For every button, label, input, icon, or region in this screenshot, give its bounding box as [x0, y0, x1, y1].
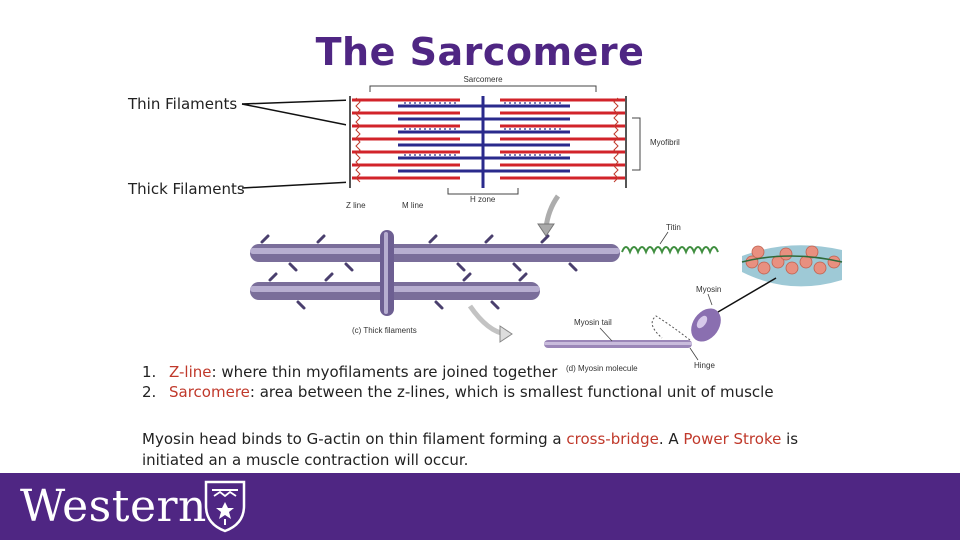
myosin-caption: (d) Myosin molecule — [566, 364, 638, 373]
filament-block — [346, 96, 630, 188]
titin-coil — [621, 246, 719, 255]
thin-pointer-line-2 — [241, 103, 353, 127]
power-stroke-term: Power Stroke — [683, 430, 782, 448]
cross-bridge-term: cross-bridge — [566, 430, 659, 448]
h-zone-label: H zone — [470, 195, 496, 204]
thin-filament-strand — [741, 245, 843, 287]
thin-pointer-line-1 — [241, 99, 353, 105]
thick-filaments-caption: (c) Thick filaments — [352, 326, 417, 335]
sarcomere-term: Sarcomere — [169, 383, 250, 401]
slide-title: The Sarcomere — [315, 30, 645, 74]
thick-filaments-label: Thick Filaments — [128, 180, 245, 198]
western-crest-icon — [204, 480, 246, 533]
thick-pointer-line — [241, 181, 353, 189]
sarcomere-label: Sarcomere — [463, 75, 503, 84]
cross-bridge-paragraph: Myosin head binds to G-actin on thin fil… — [142, 430, 799, 469]
z-line-term: Z-line — [169, 363, 212, 381]
curved-arrow-down — [543, 194, 561, 229]
sarcomere-bracket — [369, 85, 597, 92]
titin-label: Titin — [666, 223, 681, 232]
hinge-label: Hinge — [694, 361, 715, 370]
footer-bar: Western — [0, 473, 960, 540]
list-item: 2.Sarcomere: area between the z-lines, w… — [142, 383, 774, 401]
curved-arrow-right — [499, 325, 513, 343]
western-wordmark: Western — [20, 481, 207, 532]
list-item: 1.Z-line: where thin myofilaments are jo… — [142, 363, 558, 381]
thin-filaments-label: Thin Filaments — [128, 95, 238, 113]
strand-pointer-line — [717, 277, 777, 313]
sarcomere-diagram: Sarcomere — [241, 75, 843, 373]
thick-filaments-illustration — [250, 230, 620, 316]
myofibril-label: Myofibril — [650, 138, 680, 147]
myosin-label: Myosin — [696, 285, 721, 294]
m-line-label: M line — [402, 201, 424, 210]
z-line-label: Z line — [346, 201, 366, 210]
myosin-molecule — [544, 308, 721, 348]
definition-list: 1.Z-line: where thin myofilaments are jo… — [142, 362, 774, 402]
myosin-tail-label: Myosin tail — [574, 318, 612, 327]
